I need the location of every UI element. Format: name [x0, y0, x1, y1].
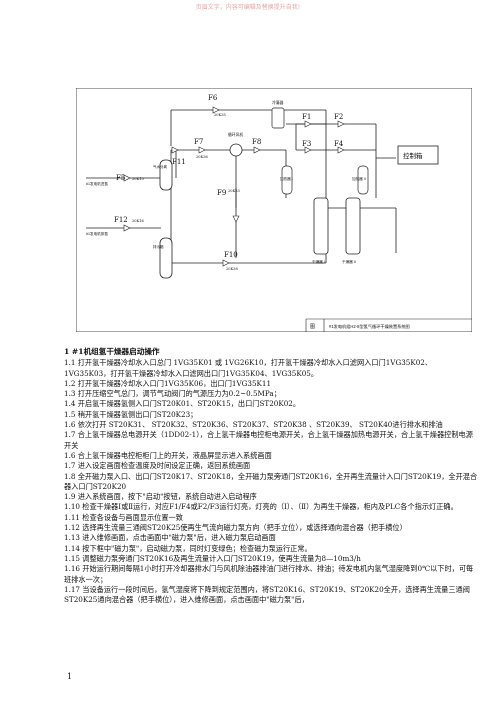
procedure-line: 1.5 稍开氢干燥器氢侧出口门ST20K23； [64, 409, 198, 419]
heater-right [357, 165, 369, 195]
procedure-line: 1.15 调整磁力泵旁通门ST20K16及再生流量计入口门ST20K19，使再生… [64, 553, 361, 563]
label-dryer-right: 干燥器 II [342, 259, 356, 264]
label-gen-out: #1发电机排氢 [86, 231, 108, 236]
procedure-line: 1.13 进入维修画面，点击画面中"磁力泵"后，进入磁力泵启动画面 [64, 533, 276, 543]
legend-note: #1发电机组H2-8型氢气循环干燥装置系统图 [329, 323, 410, 330]
label-heater-left: 加热器 I [280, 176, 293, 181]
valve-f10-code: 20K38 [226, 267, 239, 271]
valve-f1: F1 [302, 113, 311, 121]
valve-f3: F3 [302, 140, 311, 148]
drain-vessel [159, 237, 173, 279]
procedure-line: 1.8 全开磁力泵入口、出口门ST20K17、ST20K18，全开磁力泵旁通门S… [64, 471, 478, 491]
procedure-line: 1.4 开启氢干燥器氢侧入口门ST20K01、ST20K15，出口门ST20K0… [64, 399, 301, 409]
valve-markers [123, 106, 345, 267]
valve-f9-code: 20K23 [228, 189, 241, 193]
procedure-line: 1.12 选择再生流量三通阀ST20K25使再生气流向磁力泵方向（把手立位），或… [64, 523, 407, 533]
cooler-vessel [271, 107, 285, 129]
header-watermark: 页眉文字，内容可编辑及替换提升自我! [195, 4, 301, 11]
dryer-left [313, 197, 329, 255]
dryer-right [345, 197, 361, 255]
valve-f10: F10 [224, 251, 238, 259]
procedure-line: 1.16 开始运行期间每隔1小时打开冷却器排水门与风机除油器排油门进行排水、排油… [64, 564, 474, 584]
procedure-line: 1.7 进入设定画面检查温度及时间设定正确，返回系统画面 [64, 461, 251, 471]
label-dryer-left: 干燥器 I [312, 259, 325, 264]
operating-procedure: 1 #1机组氢干燥器启动操作 1.1 打开氢干燥器冷却水入口总门 1VG35K0… [64, 347, 478, 605]
label-cooler: 冷凝器 [272, 100, 284, 105]
procedure-line: 1.6 依次打开 ST20K31、 ST20K32、ST20K36、ST20K3… [64, 420, 443, 430]
label-drain: 排污箱 [153, 244, 164, 249]
procedure-line: 1.1 打开氢干燥器冷却水入口总门 1VG35K01 或 1VG26K10，打开… [64, 358, 433, 378]
system-diagram-svg: 图 #1发电机组H2-8型氢气循环干燥装置系统图 [76, 88, 472, 332]
procedure-line: 1.3 打开压缩空气总门，调节气动阀门的气源压力为0.2~0.5MPa； [64, 389, 281, 399]
control-box [397, 145, 439, 165]
valve-f5-code: 20K15 [132, 177, 145, 181]
label-gen-in: #1发电机进氢 [86, 181, 108, 186]
label-heater-right: 加热器 II [352, 176, 366, 181]
procedure-line: 1.7 合上氢干燥器总电源开关（1DD02-1），合上氢干燥器电控柜电源开关，合… [64, 430, 473, 450]
procedure-line: 1.17 当设备运行一段时间后，氢气湿度将下降到规定范围内，将ST20K16、S… [64, 584, 470, 605]
procedure-line: 1.10 检查干燥器Ⅰ或Ⅱ运行，对应F1/F4或F2/F3运行灯亮，灯亮的（Ⅰ）… [64, 502, 458, 512]
valve-f2: F2 [334, 113, 343, 121]
label-separator: 气水分离 [153, 164, 167, 169]
procedure-line: 1.9 进入系统画面，按下"启动"按钮，系统自动进入启动程序 [64, 492, 257, 502]
circulation-fan [229, 143, 243, 157]
valve-f4: F4 [334, 140, 344, 148]
legend-label: 图 [310, 324, 315, 330]
procedure-line: 1.11 检查各设备与画面显示位置一致 [64, 512, 183, 522]
page-number: 1 [67, 672, 73, 681]
valve-f9: F9 [217, 189, 226, 197]
valve-f8: F8 [252, 138, 261, 146]
valve-f6: F6 [208, 94, 218, 102]
valve-f12-code: 20K16 [132, 219, 145, 223]
valve-f12: F12 [114, 216, 128, 224]
heater-left [281, 165, 293, 195]
valve-f11: F11 [172, 158, 186, 166]
procedure-line: 1.2 打开氢干燥器冷却水入口门1VG35K06，出口门1VG35K11 [64, 378, 272, 388]
label-pump: 循环风机 [228, 132, 243, 137]
valve-f6-code: 20K35 [214, 113, 227, 117]
system-diagram: 图 #1发电机组H2-8型氢气循环干燥装置系统图 [76, 88, 472, 332]
section-heading: 1 #1机组氢干燥器启动操作 [64, 347, 160, 356]
procedure-line: 1.6 合上氢干燥器电控柜柜门上的开关，液晶屏显示进入系统画面 [64, 450, 272, 460]
separator-vessel [159, 159, 173, 191]
valve-f7-code: 20K36 [196, 155, 209, 159]
procedure-line: 1.14 按下框中"磁力泵"，启动磁力泵，同时灯变绿色；检查磁力泵运行正常。 [64, 543, 312, 553]
valve-f5: F5 [116, 174, 125, 182]
valve-f7: F7 [194, 138, 203, 146]
control-box-label: 控制箱 [403, 151, 423, 160]
